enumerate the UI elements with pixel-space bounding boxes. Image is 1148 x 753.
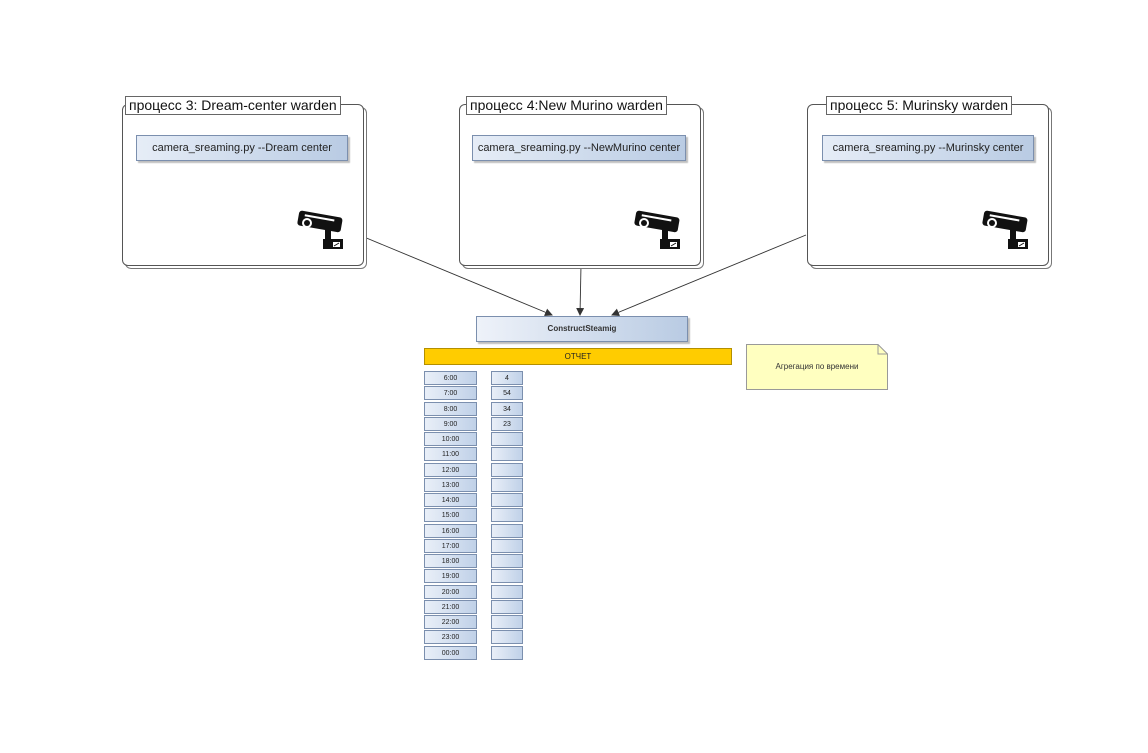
time-cell[interactable]: 21:00: [424, 599, 477, 614]
process-4-module[interactable]: camera_sreaming.py --NewMurino center: [472, 135, 686, 161]
value-cell[interactable]: 54: [491, 386, 523, 401]
note-shape: [746, 344, 888, 390]
aggregation-note[interactable]: Агрегация по времени: [746, 344, 888, 390]
process-5-title: процесс 5: Murinsky warden: [826, 96, 1013, 115]
time-cell[interactable]: 00:00: [424, 645, 477, 660]
time-cell[interactable]: 12:00: [424, 462, 477, 477]
value-cell[interactable]: 34: [491, 401, 523, 416]
time-cell[interactable]: 22:00: [424, 615, 477, 629]
construct-streaming-box[interactable]: ConstructSteamig: [476, 316, 688, 342]
time-cell[interactable]: 13:00: [424, 477, 477, 492]
time-cell[interactable]: 7:00: [424, 386, 477, 401]
time-cell[interactable]: 16:00: [424, 523, 477, 538]
value-cell[interactable]: [491, 569, 523, 584]
time-cell[interactable]: 19:00: [424, 569, 477, 584]
process-5-module[interactable]: camera_sreaming.py --Murinsky center: [822, 135, 1034, 161]
value-cell[interactable]: [491, 645, 523, 660]
value-cell[interactable]: [491, 584, 523, 599]
time-cell[interactable]: 15:00: [424, 508, 477, 523]
report-header[interactable]: ОТЧЕТ: [424, 348, 732, 365]
value-cell[interactable]: [491, 508, 523, 523]
value-cell[interactable]: [491, 615, 523, 629]
value-cell[interactable]: [491, 447, 523, 462]
time-cell[interactable]: 17:00: [424, 538, 477, 553]
time-cell[interactable]: 6:00: [424, 371, 477, 385]
time-cell[interactable]: 11:00: [424, 447, 477, 462]
value-cell[interactable]: 4: [491, 371, 523, 385]
cctv-camera-icon: [982, 210, 1028, 249]
value-cell[interactable]: [491, 432, 523, 446]
cctv-camera-icon: [297, 210, 343, 249]
process-5-box[interactable]: процесс 5: Murinsky warden camera_sreami…: [807, 96, 1049, 266]
value-cell[interactable]: [491, 554, 523, 568]
process-4-box[interactable]: процесс 4:New Murino warden camera_sream…: [459, 96, 701, 266]
time-cell[interactable]: 9:00: [424, 416, 477, 431]
value-cell[interactable]: [491, 523, 523, 538]
arrow-process-4-to-construct: [576, 264, 585, 316]
time-cell[interactable]: 8:00: [424, 401, 477, 416]
time-cell[interactable]: 20:00: [424, 584, 477, 599]
time-cell[interactable]: 18:00: [424, 554, 477, 568]
process-4-title: процесс 4:New Murino warden: [466, 96, 667, 115]
value-cell[interactable]: [491, 493, 523, 507]
value-cell[interactable]: [491, 538, 523, 553]
value-cell[interactable]: [491, 477, 523, 492]
value-cell[interactable]: [491, 630, 523, 645]
cctv-camera-icon: [634, 210, 680, 249]
value-cell[interactable]: 23: [491, 416, 523, 431]
process-3-module[interactable]: camera_sreaming.py --Dream center: [136, 135, 348, 161]
process-3-title: процесс 3: Dream-center warden: [125, 96, 341, 115]
aggregation-note-text: Агрегация по времени: [775, 362, 859, 371]
process-3-box[interactable]: процесс 3: Dream-center warden camera_sr…: [122, 96, 364, 266]
time-cell[interactable]: 23:00: [424, 630, 477, 645]
value-cell[interactable]: [491, 462, 523, 477]
value-cell[interactable]: [491, 599, 523, 614]
time-cell[interactable]: 10:00: [424, 432, 477, 446]
time-cell[interactable]: 14:00: [424, 493, 477, 507]
